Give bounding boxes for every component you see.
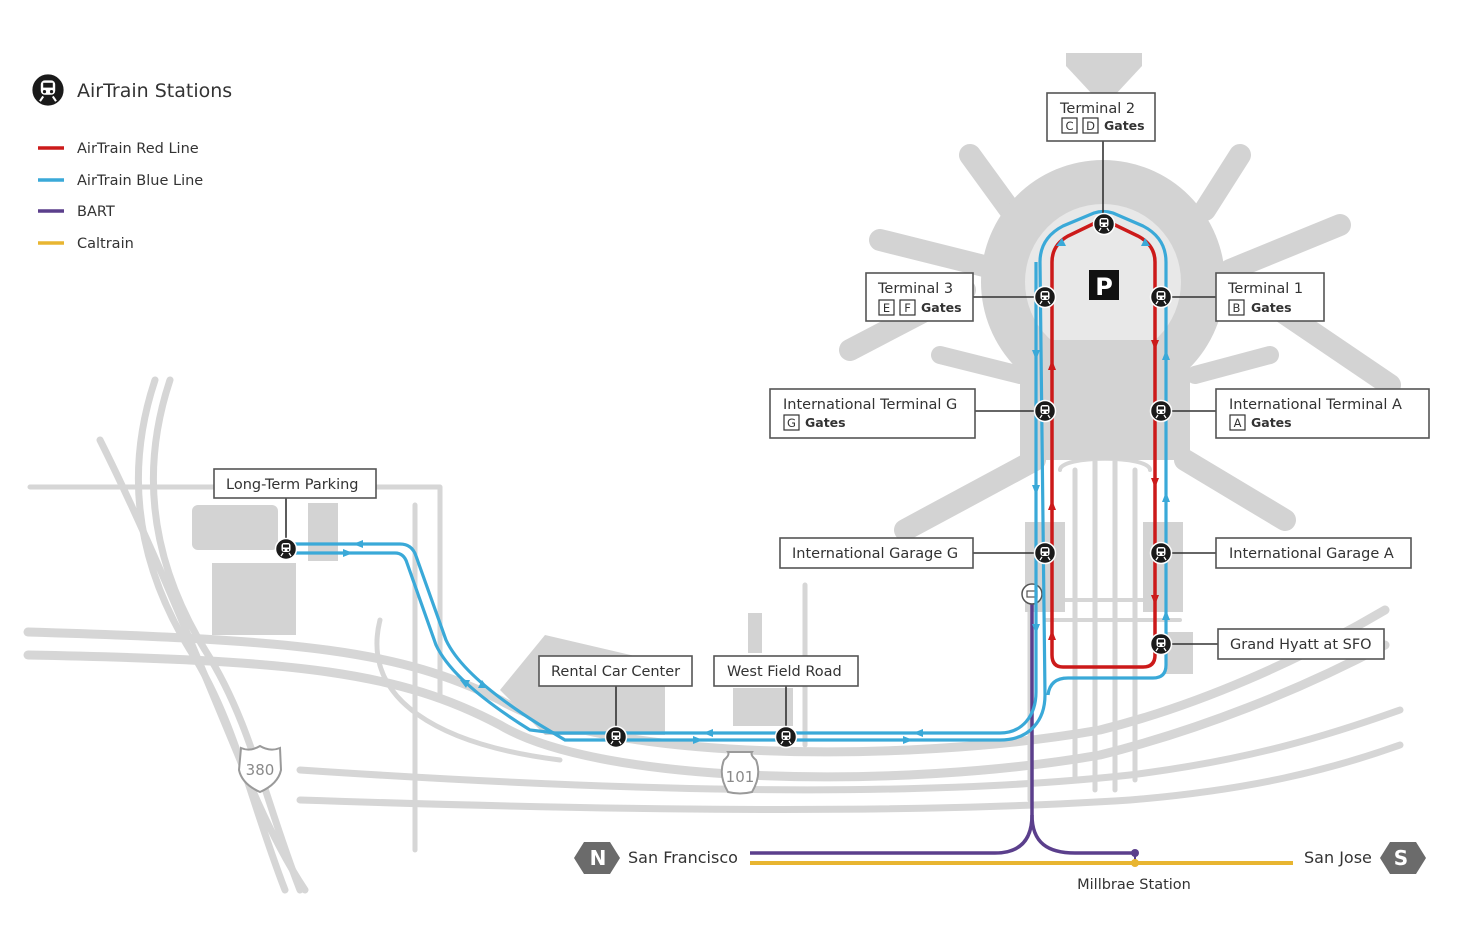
intl-garage-g-name: International Garage G: [792, 546, 958, 562]
station-terminal1-icon: [1149, 285, 1173, 309]
svg-text:P: P: [1095, 273, 1113, 301]
station-label-long-term-parking[interactable]: Long-Term Parking: [213, 468, 377, 499]
rental-car-center-name: Rental Car Center: [551, 664, 680, 680]
gate-badge-c: C: [1065, 119, 1073, 133]
station-label-rental-car-center[interactable]: Rental Car Center: [538, 655, 693, 687]
i380-label: 380: [246, 761, 275, 779]
intl-garage-a-name: International Garage A: [1229, 546, 1394, 562]
north-direction-marker: N San Francisco: [574, 842, 738, 874]
south-label: San Jose: [1304, 848, 1372, 867]
station-label-intl-garage-a[interactable]: International Garage A: [1215, 537, 1412, 569]
millbrae-caltrain-dot: [1131, 859, 1139, 867]
south-letter: S: [1394, 846, 1408, 870]
station-intl-terminal-g-icon: [1033, 399, 1057, 423]
station-intl-terminal-a-icon: [1149, 399, 1173, 423]
bart-line-millbrae: [1030, 814, 1135, 855]
airtrain-blue-line-outer: [287, 209, 1168, 742]
station-intl-garage-g-icon: [1033, 541, 1057, 565]
station-label-west-field-road[interactable]: West Field Road: [713, 655, 859, 687]
west-field-road-name: West Field Road: [727, 664, 842, 680]
grand-hyatt-name: Grand Hyatt at SFO: [1230, 637, 1372, 653]
gate-badge-d: D: [1086, 119, 1095, 133]
intl-terminal-a-gates-word: Gates: [1251, 415, 1292, 430]
terminal3-name: Terminal 3: [877, 281, 953, 297]
gate-badge-e: E: [883, 301, 890, 315]
gate-badge-a: A: [1234, 416, 1242, 430]
millbrae-bart-dot: [1131, 849, 1139, 857]
station-terminal2-icon: [1092, 212, 1116, 236]
us101-label: 101: [726, 768, 755, 786]
station-west-field-icon: [774, 725, 798, 749]
legend: AirTrain Stations AirTrain Red Line AirT…: [29, 71, 232, 252]
legend-item-red-line: AirTrain Red Line: [77, 141, 199, 157]
legend-train-icon: [29, 71, 67, 109]
terminal3-gates-word: Gates: [921, 300, 962, 315]
terminal1-gates-word: Gates: [1251, 300, 1292, 315]
airtrain-red-line: [1050, 219, 1157, 669]
us-101-shield: 101: [720, 751, 760, 795]
south-direction-marker: San Jose S: [1304, 842, 1426, 874]
legend-item-blue-line: AirTrain Blue Line: [77, 173, 203, 189]
gate-badge-b: B: [1233, 301, 1241, 315]
station-label-terminal2[interactable]: Terminal 2 C D Gates: [1046, 92, 1156, 142]
terminal2-name: Terminal 2: [1059, 101, 1135, 117]
intl-terminal-g-name: International Terminal G: [783, 397, 957, 413]
station-label-grand-hyatt[interactable]: Grand Hyatt at SFO: [1217, 628, 1385, 660]
station-intl-garage-a-icon: [1149, 541, 1173, 565]
airtrain-blue-line-inner: [287, 262, 1038, 735]
millbrae-station-label: Millbrae Station: [1077, 877, 1191, 893]
north-label: San Francisco: [628, 848, 738, 867]
station-label-intl-garage-g[interactable]: International Garage G: [779, 537, 974, 569]
long-term-parking-name: Long-Term Parking: [226, 477, 359, 493]
direction-arrows: [343, 238, 1170, 744]
station-label-terminal3[interactable]: Terminal 3 E F Gates: [865, 272, 974, 322]
gate-badge-f: F: [904, 301, 911, 315]
interstate-380-shield: 380: [237, 744, 283, 794]
legend-item-caltrain: Caltrain: [77, 236, 134, 252]
station-long-term-parking-icon: [274, 537, 298, 561]
gate-badge-g: G: [787, 416, 796, 430]
intl-terminal-a-name: International Terminal A: [1229, 397, 1402, 413]
bart-station-icon: [1021, 583, 1043, 605]
station-label-intl-terminal-g[interactable]: International Terminal G G Gates: [769, 388, 976, 439]
legend-item-bart: BART: [77, 204, 115, 220]
legend-title: AirTrain Stations: [77, 80, 232, 102]
north-letter: N: [590, 846, 607, 870]
parking-icon: P: [1089, 270, 1119, 301]
station-label-terminal1[interactable]: Terminal 1 B Gates: [1215, 272, 1325, 322]
terminal1-name: Terminal 1: [1227, 281, 1303, 297]
intl-terminal-g-gates-word: Gates: [805, 415, 846, 430]
station-leaders: [285, 141, 1218, 728]
station-label-intl-terminal-a[interactable]: International Terminal A A Gates: [1215, 388, 1430, 439]
station-rental-car-icon: [604, 725, 628, 749]
background-roads: [23, 376, 1404, 894]
terminal2-gates-word: Gates: [1104, 118, 1145, 133]
station-grand-hyatt-icon: [1149, 632, 1173, 656]
station-terminal3-icon: [1033, 285, 1057, 309]
